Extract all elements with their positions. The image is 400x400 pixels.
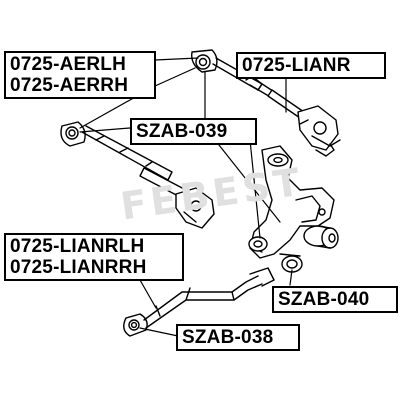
label-0725-aerrh: 0725-AERRH — [10, 75, 129, 96]
upper-arm-top — [191, 49, 277, 99]
leader-lines — [79, 57, 293, 337]
label-szab-039: SZAB-039 — [130, 118, 257, 145]
label-lianr-group: 0725-LIANRLH 0725-LIANRRH — [4, 233, 184, 281]
label-szab-040: SZAB-040 — [272, 286, 398, 313]
middle-arm-bracket — [139, 167, 215, 229]
label-0725-lianr: 0725-LIANR — [236, 52, 386, 79]
upper-arm-middle — [60, 121, 173, 181]
label-szab-038: SZAB-038 — [176, 324, 300, 351]
label-aer-group: 0725-AERLH 0725-AERRH — [4, 51, 156, 99]
lower-arm — [123, 267, 275, 337]
knuckle — [248, 145, 339, 273]
label-0725-lianrlh: 0725-LIANRLH — [10, 236, 145, 257]
label-0725-lianrrh: 0725-LIANRRH — [10, 257, 147, 278]
label-0725-aerlh: 0725-AERLH — [10, 54, 127, 75]
